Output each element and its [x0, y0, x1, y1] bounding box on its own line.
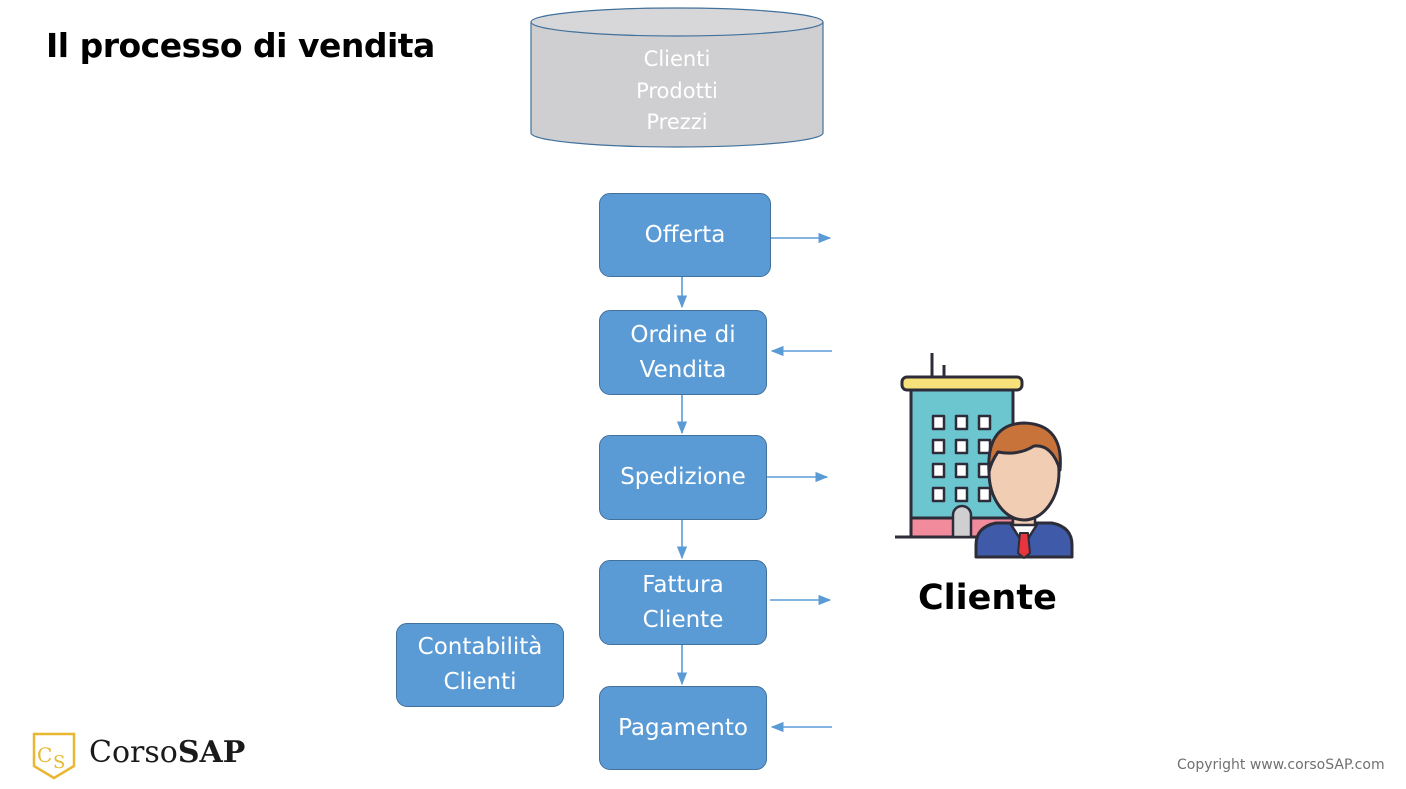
corsosap-logo-icon: C S: [32, 732, 76, 780]
step-spedizione-label: Spedizione: [620, 464, 746, 490]
database-line-prezzi: Prezzi: [646, 110, 708, 134]
corsosap-logo-text: CorsoSAP: [89, 735, 245, 770]
step-pagamento: Pagamento: [599, 686, 767, 770]
step-ordine-label: Ordine di Vendita: [630, 321, 736, 383]
logo-name-bold: SAP: [177, 735, 246, 770]
step-offerta-label: Offerta: [644, 221, 726, 248]
step-ordine-di-vendita: Ordine di Vendita: [599, 310, 767, 395]
step-fattura-cliente: Fattura Cliente: [599, 560, 767, 645]
customer-label: Cliente: [918, 578, 1057, 618]
database-line-clienti: Clienti: [643, 47, 711, 71]
customer-building-icon: [895, 353, 1025, 539]
database-label: Clienti Prodotti Prezzi: [532, 44, 822, 139]
logo-name-regular: Corso: [89, 735, 178, 770]
step-offerta: Offerta: [599, 193, 771, 277]
database-line-prodotti: Prodotti: [636, 78, 718, 103]
contabilita-clienti-label: Contabilità Clienti: [417, 634, 543, 695]
step-fattura-label: Fattura Cliente: [642, 571, 724, 633]
customer-person-icon: [974, 421, 1074, 559]
contabilita-clienti-box: Contabilità Clienti: [396, 623, 564, 707]
step-pagamento-label: Pagamento: [618, 714, 748, 741]
copyright-text: Copyright www.corsoSAP.com: [1177, 757, 1385, 773]
database-cylinder: [530, 7, 824, 148]
page-title: Il processo di vendita: [46, 26, 435, 65]
svg-text:S: S: [53, 752, 65, 773]
svg-text:C: C: [37, 743, 52, 767]
step-spedizione: Spedizione: [599, 435, 767, 520]
